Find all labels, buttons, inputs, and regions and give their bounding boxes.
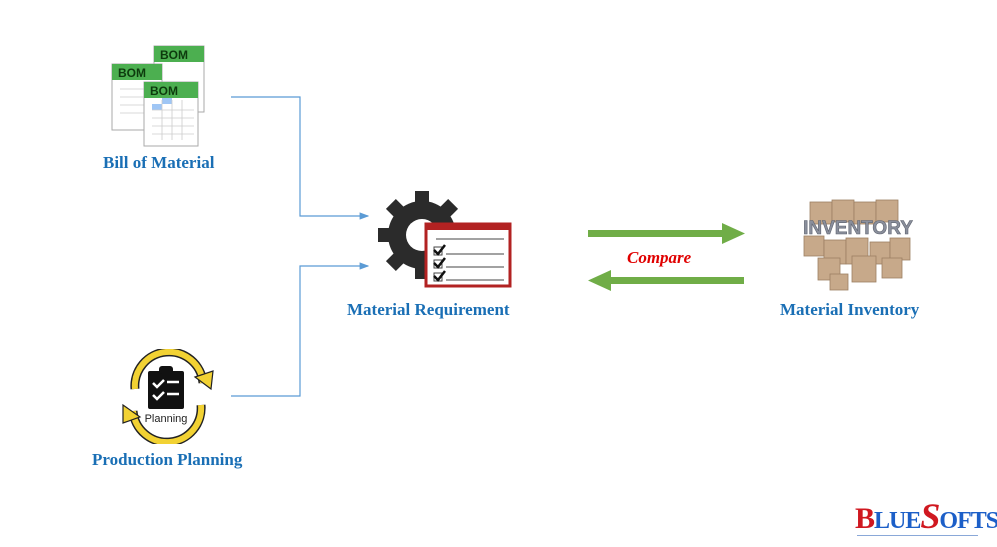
svg-text:INVENTORY: INVENTORY bbox=[803, 218, 913, 239]
logo-underline bbox=[857, 535, 978, 536]
bom-icon: BOM BOM BOM bbox=[108, 44, 208, 149]
compare-label: Compare bbox=[627, 248, 692, 267]
arrow-to-inventory bbox=[588, 223, 745, 244]
requirement-label: Material Requirement bbox=[347, 300, 510, 319]
svg-text:BOM: BOM bbox=[160, 48, 188, 62]
planning-icon: Planning bbox=[115, 349, 220, 444]
logo-s: S bbox=[920, 496, 940, 536]
inventory-icon: INVENTORY bbox=[800, 196, 920, 292]
planning-label: Production Planning bbox=[92, 450, 243, 469]
bom-label: Bill of Material bbox=[103, 153, 215, 172]
connector-bom-to-requirement bbox=[231, 96, 370, 220]
arrow-to-requirement bbox=[588, 270, 744, 291]
svg-text:BOM: BOM bbox=[150, 84, 178, 98]
logo-b: B bbox=[855, 502, 875, 535]
svg-text:Planning: Planning bbox=[145, 413, 188, 425]
svg-text:BOM: BOM bbox=[118, 66, 146, 80]
logo-ofts: OFTS bbox=[939, 508, 997, 534]
logo-lue: LUE bbox=[874, 508, 921, 534]
inventory-label: Material Inventory bbox=[780, 300, 920, 319]
requirement-icon bbox=[374, 190, 514, 290]
connector-planning-to-requirement bbox=[231, 262, 370, 397]
bluesofts-logo: BLUESOFTS bbox=[855, 495, 997, 540]
checklist-icon bbox=[424, 222, 512, 288]
